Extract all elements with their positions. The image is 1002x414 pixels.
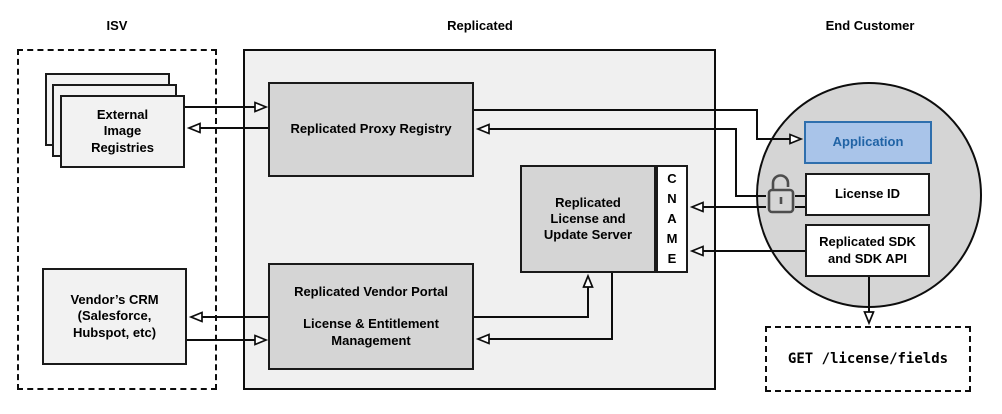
proxy-registry-box: Replicated Proxy Registry (268, 82, 474, 177)
vendor-portal-label: Replicated Vendor Portal License & Entit… (294, 284, 448, 349)
vendor-portal-box: Replicated Vendor Portal License & Entit… (268, 263, 474, 370)
external-image-registries-box: External Image Registries (60, 95, 185, 168)
vendors-crm-box: Vendor’s CRM (Salesforce, Hubspot, etc) (42, 268, 187, 365)
sdk-box: Replicated SDK and SDK API (805, 224, 930, 277)
cname-label: C N A M E (667, 169, 678, 270)
get-license-fields-box: GET /license/fields (765, 326, 971, 392)
license-id-label: License ID (835, 186, 900, 202)
vendor-portal-subtitle: License & Entitlement Management (294, 316, 448, 349)
application-box: Application (804, 121, 932, 164)
vendors-crm-label: Vendor’s CRM (Salesforce, Hubspot, etc) (70, 292, 158, 341)
cname-box: C N A M E (656, 165, 688, 273)
license-update-server-label: Replicated License and Update Server (544, 195, 632, 244)
license-update-server-box: Replicated License and Update Server (520, 165, 656, 273)
get-license-fields-label: GET /license/fields (788, 351, 948, 367)
header-end-customer: End Customer (795, 17, 945, 35)
license-id-box: License ID (805, 173, 930, 216)
external-image-registries-label: External Image Registries (91, 107, 154, 156)
header-isv: ISV (67, 17, 167, 35)
application-label: Application (833, 134, 904, 150)
sdk-label: Replicated SDK and SDK API (819, 234, 916, 267)
vendor-portal-title: Replicated Vendor Portal (294, 284, 448, 300)
header-replicated: Replicated (405, 17, 555, 35)
open-padlock-icon (769, 176, 793, 212)
proxy-registry-label: Replicated Proxy Registry (290, 121, 451, 137)
